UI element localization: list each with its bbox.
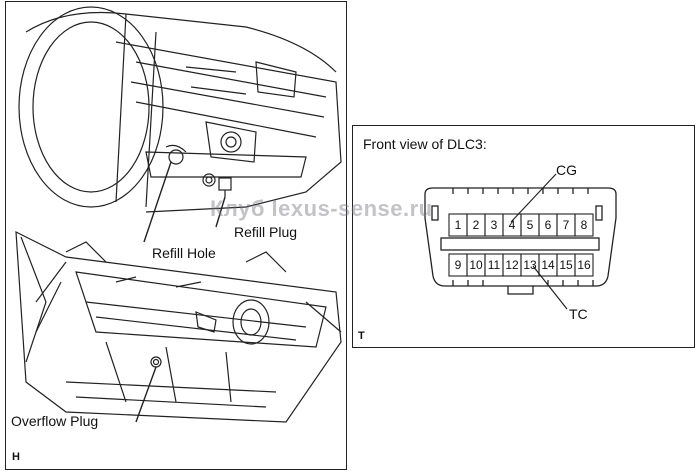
pin-number-9: 9 bbox=[454, 258, 462, 272]
figure-code-t: T bbox=[358, 330, 365, 342]
dlc3-connector bbox=[424, 173, 617, 310]
dlc3-title: Front view of DLC3: bbox=[363, 136, 487, 152]
pin-number-6: 6 bbox=[544, 218, 552, 232]
overflow-plug-label: Overflow Plug bbox=[11, 413, 99, 429]
pin-number-14: 14 bbox=[541, 258, 555, 272]
cg-label: CG bbox=[556, 162, 577, 178]
pin-number-7: 7 bbox=[562, 218, 570, 232]
pin-number-15: 15 bbox=[559, 258, 573, 272]
pin-number-4: 4 bbox=[508, 218, 516, 232]
pin-number-8: 8 bbox=[580, 218, 588, 232]
site-watermark: Клуб lexus-sense.ru bbox=[210, 196, 433, 221]
pin-number-5: 5 bbox=[526, 218, 534, 232]
pin-number-16: 16 bbox=[577, 258, 591, 272]
transmission-illustration bbox=[15, 6, 342, 423]
pin-cell-8 bbox=[574, 213, 594, 237]
pin-number-11: 11 bbox=[487, 258, 501, 272]
transmission-diagram-panel: Refill Hole Refill Plug Overflow Plug H bbox=[5, 1, 347, 470]
pin-cell-16 bbox=[574, 253, 594, 277]
tc-label: TC bbox=[569, 306, 588, 322]
refill-plug-label: Refill Plug bbox=[234, 224, 298, 240]
pin-number-10: 10 bbox=[469, 258, 483, 272]
pin-number-12: 12 bbox=[505, 258, 519, 272]
figure-code-h: H bbox=[12, 451, 20, 463]
pin-number-2: 2 bbox=[472, 218, 480, 232]
pin-number-3: 3 bbox=[490, 218, 498, 232]
pin-number-1: 1 bbox=[454, 218, 462, 232]
pin-number-13: 13 bbox=[523, 258, 537, 272]
refill-hole-label: Refill Hole bbox=[152, 245, 216, 261]
